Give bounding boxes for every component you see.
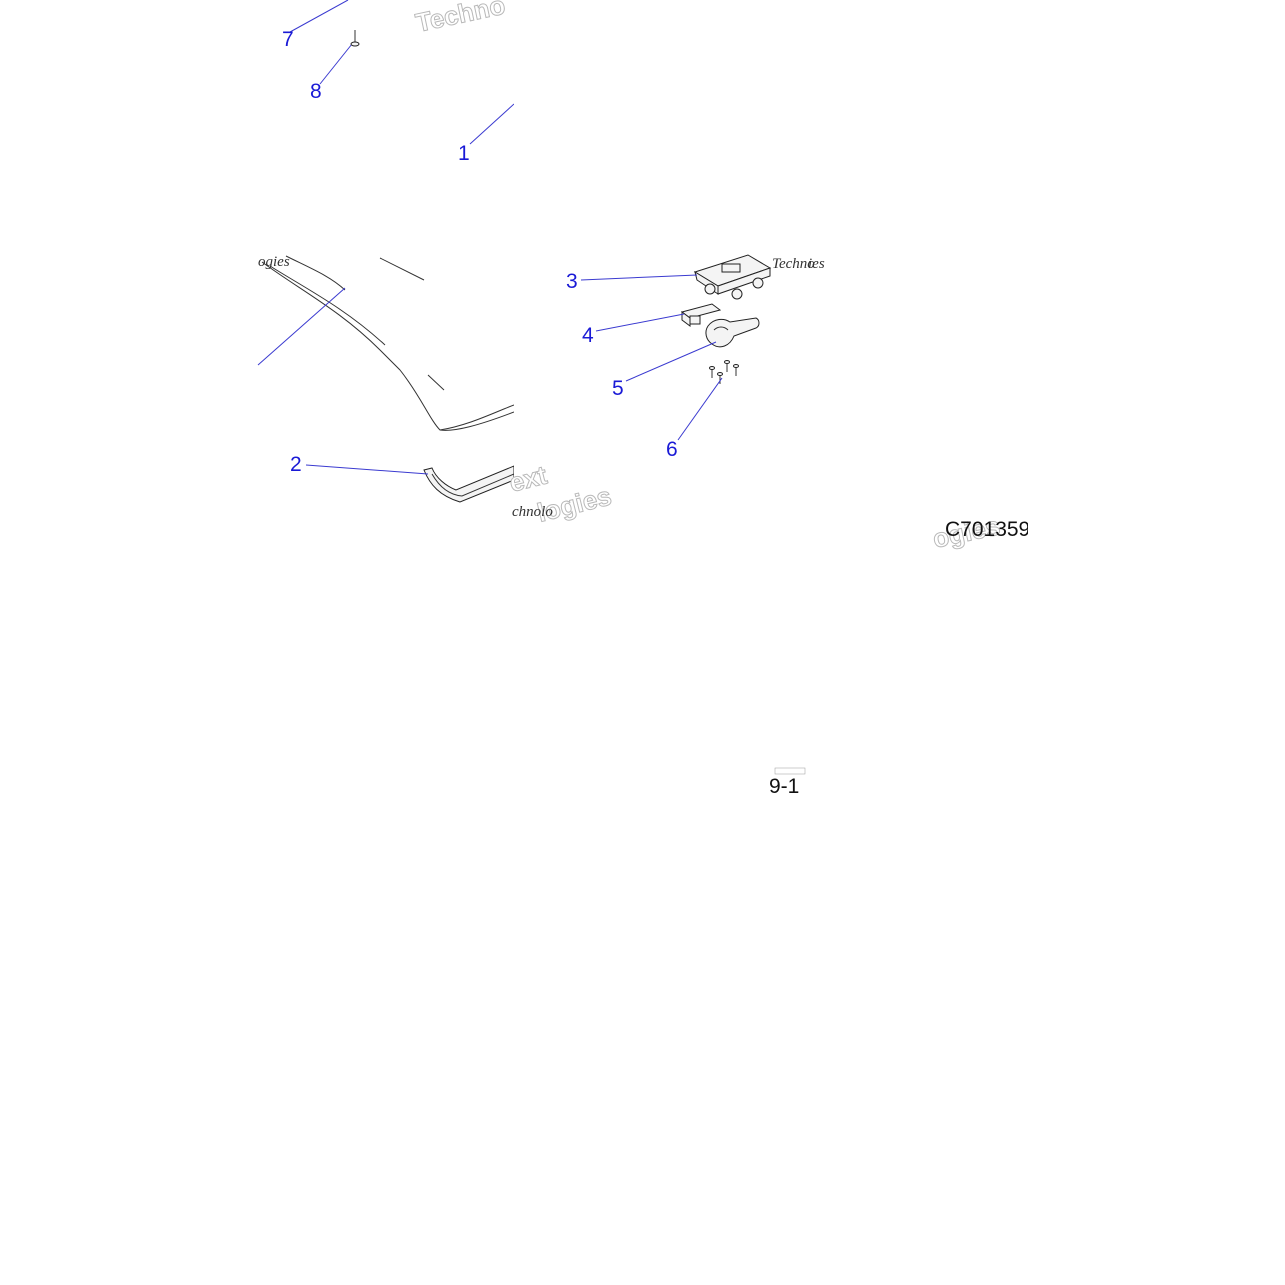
- callout-3: 3: [566, 270, 578, 293]
- seal-strip-part: [423, 465, 514, 503]
- callout-6: 6: [666, 438, 678, 461]
- holder-part: [705, 317, 760, 348]
- callout-2: 2: [290, 453, 302, 476]
- top-part-fragment: [289, 0, 514, 145]
- clip-part: [680, 303, 722, 327]
- screws-part: [709, 360, 739, 384]
- cutoff-mask: [1028, 510, 1285, 550]
- callout-7: 7: [282, 28, 294, 51]
- callout-5: 5: [612, 377, 624, 400]
- diagram-code: C701359: [945, 518, 1030, 541]
- watermark-text: ext: [506, 460, 550, 498]
- watermark-text: Techno: [413, 0, 508, 38]
- callout-1: 1: [458, 142, 470, 165]
- watermark-text: ies: [808, 256, 825, 272]
- mount-bracket-part: [693, 254, 772, 300]
- callout-4: 4: [582, 324, 594, 347]
- watermark-text: Techno: [772, 256, 815, 272]
- watermark-text: ogies: [258, 254, 290, 270]
- windshield-panel: [257, 255, 514, 431]
- watermark-text: chnolo: [512, 504, 553, 520]
- page-number: 9-1: [769, 775, 799, 798]
- page-tab-fragment: [774, 767, 806, 775]
- bolt-part: [350, 30, 360, 47]
- callout-8: 8: [310, 80, 322, 103]
